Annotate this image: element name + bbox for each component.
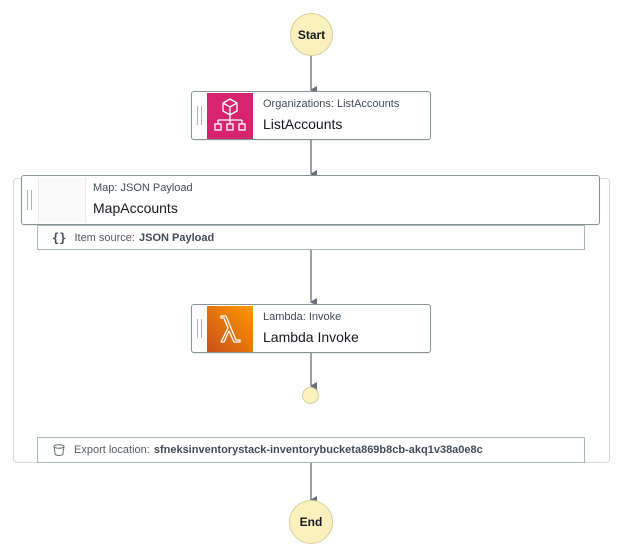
- item-source-value: JSON Payload: [138, 231, 215, 244]
- export-location-prefix: Export location:: [74, 444, 150, 456]
- end-label: End: [299, 515, 323, 529]
- json-braces-icon: {}: [52, 230, 67, 245]
- export-location-value: sfneksinventorystack-inventorybucketa869…: [153, 444, 483, 456]
- map-icon-placeholder: [38, 177, 86, 223]
- export-location-bar: Export location: sfneksinventorystack-in…: [37, 437, 585, 463]
- item-source-prefix: Item source:: [74, 231, 135, 244]
- state-list-accounts[interactable]: Organizations: ListAccounts ListAccounts: [191, 91, 431, 140]
- drag-handle[interactable]: [27, 190, 32, 210]
- organizations-icon: [207, 92, 253, 139]
- state-lambda-invoke[interactable]: Lambda: Invoke Lambda Invoke: [191, 304, 431, 353]
- state-name: Lambda Invoke: [263, 329, 359, 345]
- state-api-label: Lambda: Invoke: [263, 311, 342, 323]
- state-name: MapAccounts: [93, 200, 178, 216]
- state-api-label: Organizations: ListAccounts: [263, 98, 400, 110]
- drag-handle[interactable]: [197, 106, 202, 125]
- end-node[interactable]: End: [289, 500, 333, 544]
- start-label: Start: [297, 27, 326, 42]
- state-map-accounts[interactable]: Map: JSON Payload MapAccounts: [21, 175, 600, 225]
- bucket-icon: [52, 443, 66, 457]
- state-name: ListAccounts: [263, 116, 343, 132]
- map-iteration-end-node: [302, 387, 319, 404]
- start-node[interactable]: Start: [290, 13, 333, 56]
- lambda-icon: [207, 305, 253, 352]
- item-source-bar: {} Item source: JSON Payload: [37, 225, 585, 250]
- drag-handle[interactable]: [197, 319, 202, 338]
- state-api-label: Map: JSON Payload: [93, 182, 193, 194]
